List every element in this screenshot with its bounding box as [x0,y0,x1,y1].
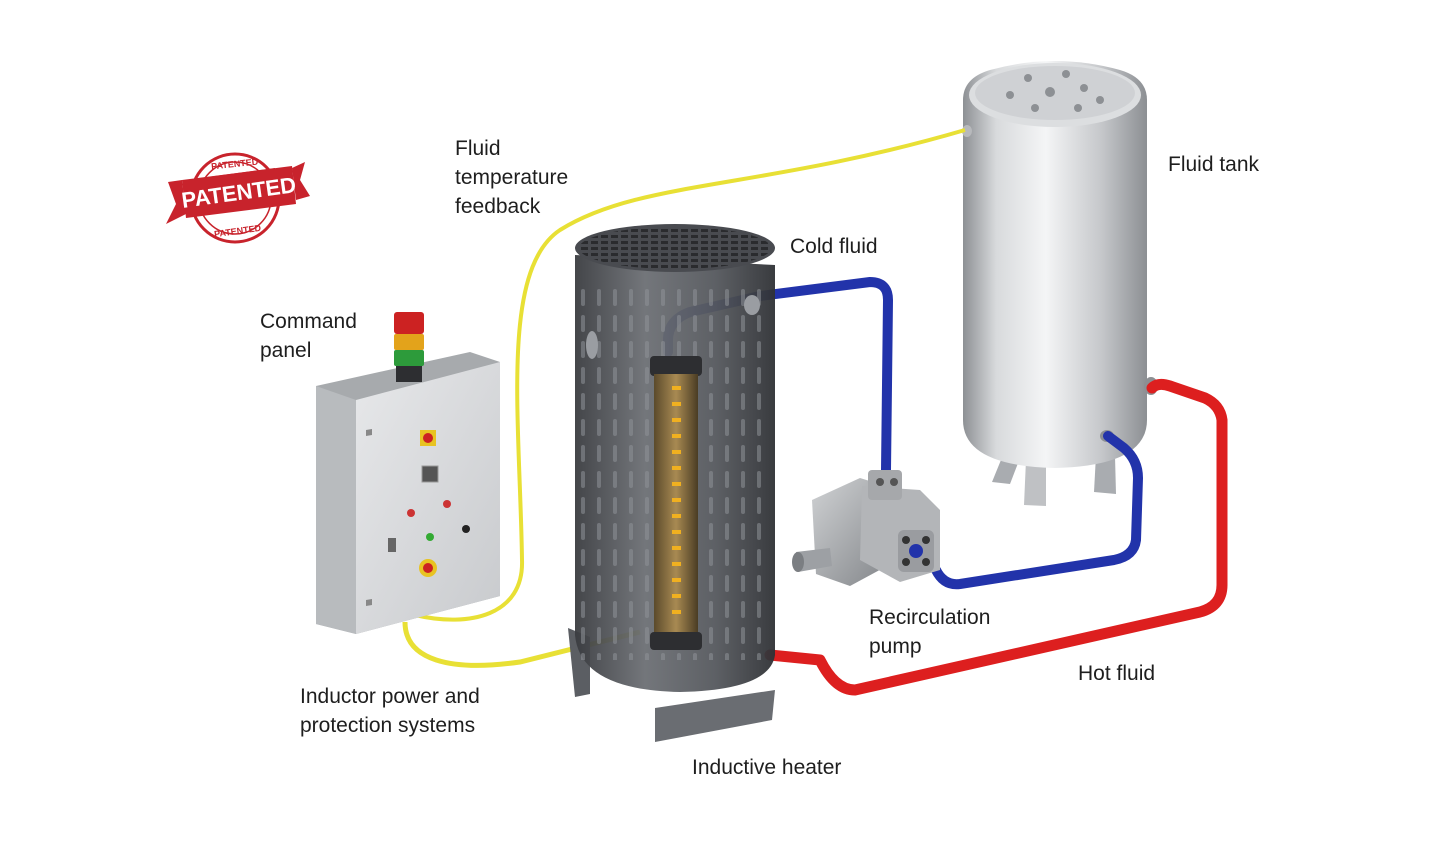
label-line: Inductor power and [300,685,480,708]
label-line: Command [260,310,357,333]
temperature-feedback-cable [414,128,966,622]
label-command-panel: Command panel [260,307,357,365]
label-line: feedback [455,195,541,218]
patented-badge: PATENTED PATENTED PATENTED [166,152,310,244]
label-inductor-power: Inductor power and protection systems [300,682,480,740]
label-fluid-tank: Fluid tank [1168,150,1259,179]
label-inductive-heater: Inductive heater [692,753,841,782]
inductive-heater-icon [568,224,775,742]
label-line: protection systems [300,714,476,737]
label-line: Fluid tank [1168,153,1260,176]
badge-ring-text-top: PATENTED [211,157,259,172]
label-line: Inductive heater [692,756,842,779]
label-fluid-temperature-feedback: Fluid temperature feedback [455,134,568,221]
label-line: panel [260,339,312,362]
cold-return-pipe [931,431,1143,590]
label-line: temperature [455,166,569,189]
label-line: Fluid [455,137,501,160]
label-cold-fluid: Cold fluid [790,232,878,261]
command-panel-icon [316,312,500,634]
fluid-tank-icon [962,61,1158,506]
label-line: Hot fluid [1078,662,1156,685]
signal-tower-icon [394,312,424,382]
inductor-power-cable [402,621,641,668]
recirculation-pump-icon [792,470,940,586]
label-line: Cold fluid [790,235,878,258]
hot-fluid-pipe [764,378,1228,696]
label-line: Recirculation [869,606,991,629]
label-line: pump [869,635,922,658]
label-hot-fluid: Hot fluid [1078,659,1155,688]
label-recirculation-pump: Recirculation pump [869,603,990,661]
